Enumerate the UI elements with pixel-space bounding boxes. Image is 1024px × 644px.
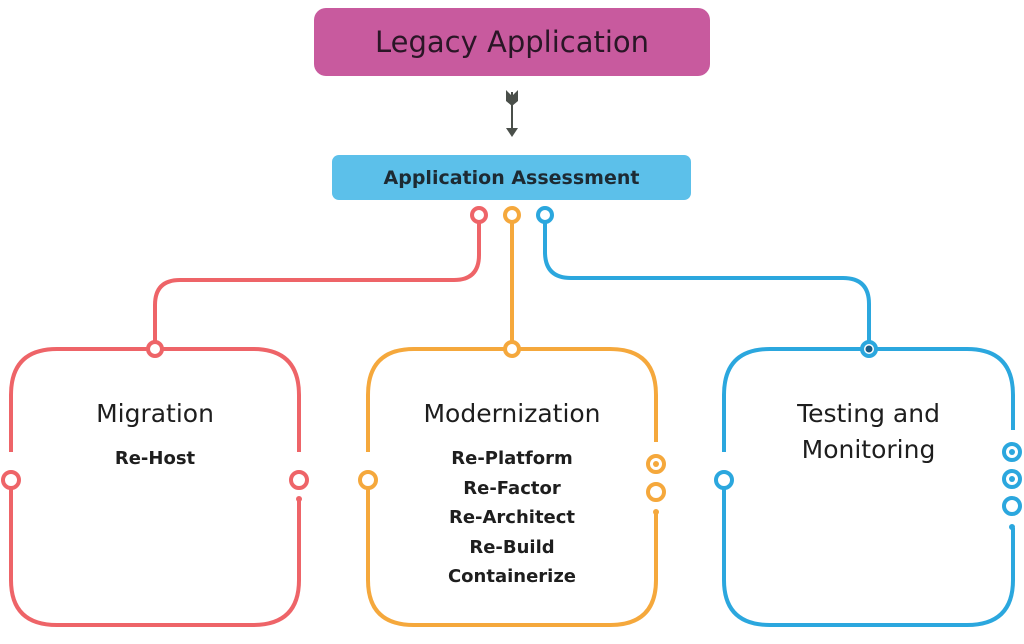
- list-item: Re-Platform: [451, 448, 573, 469]
- node-icon: [358, 470, 378, 490]
- modernization-title-text: Modernization: [423, 399, 601, 428]
- application-assessment-label: Application Assessment: [383, 166, 640, 189]
- dot-icon: [1009, 524, 1015, 530]
- testing-title-line1: Testing and: [797, 399, 940, 428]
- modernization-items: Re-Platform Re-Factor Re-Architect Re-Bu…: [368, 444, 656, 592]
- modernization-title: Modernization: [368, 396, 656, 432]
- node-icon: [289, 470, 309, 490]
- connector-node-icon: [470, 206, 488, 224]
- application-assessment-node: Application Assessment: [332, 155, 691, 200]
- connector-node-icon: [503, 206, 521, 224]
- node-icon: [1, 470, 21, 490]
- list-item: Re-Architect: [448, 507, 576, 528]
- node-icon: [714, 470, 734, 490]
- dot-icon: [296, 496, 302, 502]
- node-icon: [646, 482, 666, 502]
- card-migration-border: [1, 340, 309, 627]
- node-icon: [1002, 496, 1022, 516]
- migration-title: Migration: [11, 396, 299, 432]
- testing-title-line2: Monitoring: [801, 435, 936, 464]
- connector-migration: [153, 206, 488, 342]
- card-modernization-border: [358, 340, 666, 627]
- legacy-application-label: Legacy Application: [374, 25, 650, 59]
- list-item: Re-Host: [114, 448, 196, 469]
- connector-modernization: [503, 206, 521, 342]
- list-item: Containerize: [447, 566, 577, 587]
- testing-monitoring-title: Testing and Monitoring: [724, 396, 1013, 468]
- list-item: Re-Factor: [463, 477, 561, 499]
- node-icon: [503, 340, 521, 358]
- dot-icon: [653, 509, 659, 515]
- migration-items: Re-Host: [11, 444, 299, 474]
- list-item: Re-Build: [469, 536, 555, 558]
- migration-title-text: Migration: [96, 399, 214, 428]
- arrow-down-icon: [506, 90, 518, 137]
- arrow-head: [506, 128, 518, 137]
- card-testing-border: [714, 340, 1022, 627]
- node-icon: [146, 340, 164, 358]
- arrow-fletching: [506, 90, 518, 106]
- connector-testing: [536, 206, 871, 342]
- connector-node-icon: [536, 206, 554, 224]
- legacy-application-node: Legacy Application: [314, 8, 710, 76]
